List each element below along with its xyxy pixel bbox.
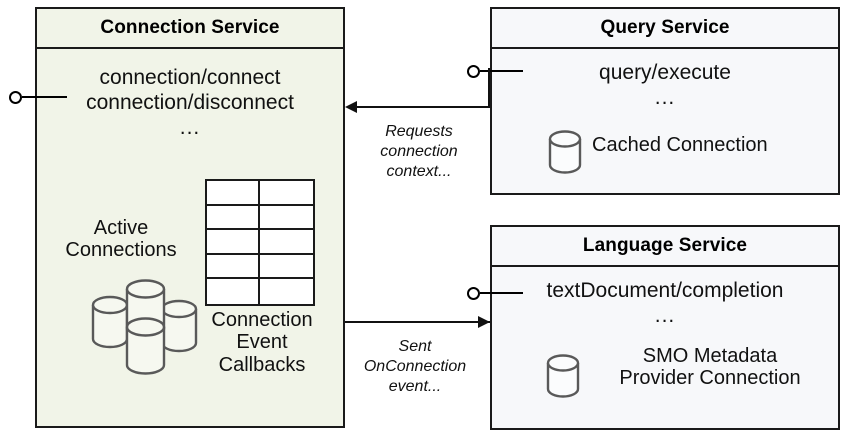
connector-label-line2: connection <box>380 143 458 160</box>
language-service-body: textDocument/completion ... SMO Metadata… <box>492 267 838 428</box>
connection-service-body: connection/connect connection/disconnect… <box>37 49 343 426</box>
table-cell <box>260 255 313 280</box>
operation-query-execute[interactable]: query/execute <box>599 61 731 84</box>
provider-connection-cylinder <box>544 351 582 399</box>
connector-label-line3: event... <box>388 378 442 395</box>
language-service-provided-interface-icon[interactable] <box>467 284 523 302</box>
connection-service-operations-ellipsis: ... <box>179 115 201 139</box>
interface-stem-icon <box>480 292 523 294</box>
cached-connection-cylinder <box>546 127 584 175</box>
connector-label-line3: context... <box>386 163 452 180</box>
callbacks-label-line2: Event <box>236 331 288 354</box>
query-service-operations: query/execute ... <box>492 61 838 111</box>
provider-connection-label: SMO Metadata Provider Connection <box>588 345 832 390</box>
component-connection-service[interactable]: Connection Service connection/connect co… <box>35 7 345 428</box>
connection-event-callbacks-table <box>205 179 315 306</box>
connection-service-title: Connection Service <box>37 9 343 49</box>
database-cylinder-icon <box>160 299 198 353</box>
database-cylinder-icon <box>546 354 580 398</box>
operation-connection-connect[interactable]: connection/connect <box>99 66 281 89</box>
interface-stem-icon <box>480 70 523 72</box>
connector-label-line1: Sent <box>398 338 432 355</box>
callbacks-label-line3: Callbacks <box>218 353 306 376</box>
language-service-operations-ellipsis: ... <box>654 303 676 327</box>
provider-connection-label-line2: Provider Connection <box>619 367 801 390</box>
operation-textdocument-completion[interactable]: textDocument/completion <box>546 279 784 302</box>
connection-service-operations: connection/connect connection/disconnect… <box>37 66 343 140</box>
table-cell <box>207 205 260 231</box>
connection-event-callbacks-label: Connection Event Callbacks <box>187 309 337 376</box>
language-service-title: Language Service <box>492 227 838 267</box>
query-service-operations-ellipsis: ... <box>654 85 676 109</box>
connector-arrowhead-right-icon <box>478 316 490 328</box>
interface-ball-icon <box>467 64 480 78</box>
query-service-title: Query Service <box>492 9 838 49</box>
connector-segment-horizontal <box>357 106 490 108</box>
active-connections-label-line2: Connections <box>65 239 177 262</box>
connector-label-sent-onconnection-event: Sent OnConnection event... <box>345 337 485 397</box>
database-cylinder-group-icon <box>91 279 198 375</box>
interface-stem-icon <box>22 96 67 98</box>
connector-segment-horizontal <box>345 321 490 323</box>
query-service-provided-interface-icon[interactable] <box>467 62 523 80</box>
table-cell <box>207 279 260 304</box>
table-cell <box>260 206 313 231</box>
language-service-operations: textDocument/completion ... <box>492 279 838 329</box>
callbacks-label-line1: Connection <box>211 309 313 331</box>
connector-arrowhead-left-icon <box>345 101 357 113</box>
query-service-body: query/execute ... Cached Connection <box>492 49 838 193</box>
table-cell <box>207 230 260 255</box>
connector-label-line2: OnConnection <box>363 358 467 375</box>
cached-connection-label: Cached Connection <box>592 134 768 156</box>
active-connections-label-line1: Active <box>93 217 149 239</box>
database-cylinder-icon <box>125 317 166 375</box>
component-language-service[interactable]: Language Service textDocument/completion… <box>490 225 840 430</box>
connection-service-provided-interface-icon[interactable] <box>9 88 67 106</box>
operation-connection-disconnect[interactable]: connection/disconnect <box>86 90 294 114</box>
table-cell <box>260 181 313 206</box>
table-cell <box>207 181 260 206</box>
database-cylinder-icon <box>91 295 129 349</box>
active-connections-cylinder-stack <box>85 277 207 377</box>
connector-segment-vertical <box>488 68 490 108</box>
connector-label-line1: Requests <box>385 123 453 140</box>
interface-ball-icon <box>9 90 22 104</box>
table-cell <box>207 254 260 280</box>
interface-ball-icon <box>467 286 480 300</box>
database-cylinder-icon <box>548 130 582 174</box>
table-cell <box>260 230 313 255</box>
active-connections-label: Active Connections <box>41 217 201 262</box>
component-query-service[interactable]: Query Service query/execute ... Cached C… <box>490 7 840 195</box>
connector-label-requests-connection-context: Requests connection context... <box>355 122 483 182</box>
provider-connection-label-line1: SMO Metadata <box>642 345 778 367</box>
